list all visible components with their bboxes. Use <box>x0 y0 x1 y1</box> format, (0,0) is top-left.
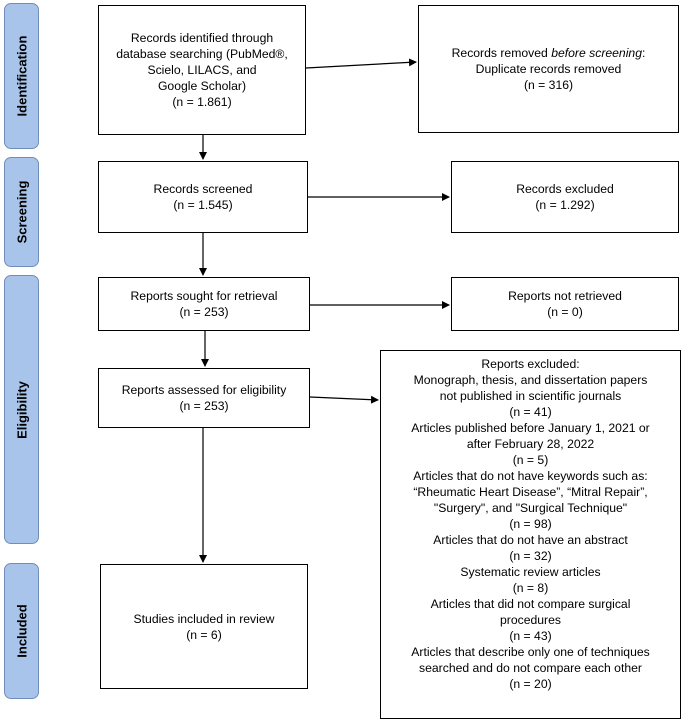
text-line: (n = 8) <box>512 581 549 595</box>
text-part: : <box>641 46 646 60</box>
text-line: (n = 253) <box>179 305 229 319</box>
text-line: Systematic review articles <box>460 565 601 579</box>
arrow-identified-to-removed <box>305 58 417 69</box>
text-line: (n = 43) <box>509 629 552 643</box>
text-line: "Surgery", and "Surgical Technique" <box>433 501 628 515</box>
text-part: Records removed <box>451 46 552 60</box>
text-line: Reports assessed for eligibility <box>121 383 287 397</box>
text-line: Articles that did not compare surgical <box>430 597 631 611</box>
text-line: Google Scholar) <box>157 79 247 93</box>
phase-identification: Identification <box>4 3 39 149</box>
text-line: Reports not retrieved <box>508 289 622 303</box>
text-line: (n = 0) <box>547 305 583 319</box>
text-line: (n = 98) <box>509 517 552 531</box>
text-line: Articles that describe only one of techn… <box>411 645 650 659</box>
text-line: Duplicate records removed <box>475 62 622 76</box>
text-line: Articles that do not have keywords such … <box>413 469 648 483</box>
text-line: Articles that do not have an abstract <box>433 533 628 547</box>
text-line: Records screened <box>153 182 253 196</box>
phase-eligibility: Eligibility <box>4 275 39 544</box>
text-line: (n = 41) <box>509 405 552 419</box>
text-line: Scielo, LILACS, and <box>147 63 257 77</box>
arrow-assessed-to-reports-excluded <box>309 395 379 404</box>
text-line: Studies included in review <box>133 611 275 626</box>
box-reports-assessed: Reports assessed for eligibility (n = 25… <box>98 368 310 428</box>
box-reports-excluded: Reports excluded: Monograph, thesis, and… <box>380 350 681 719</box>
text-line: (n = 253) <box>179 399 229 413</box>
box-records-screened: Records screened (n = 1.545) <box>98 161 308 233</box>
box-reports-not-retrieved: Reports not retrieved (n = 0) <box>451 277 679 331</box>
text-line: (n = 1.545) <box>173 198 233 212</box>
text-italic: before screening <box>551 46 642 60</box>
text-line: (n = 6) <box>186 627 222 642</box>
box-records-identified: Records identified through database sear… <box>98 5 306 135</box>
text-line: database searching (PubMed®, <box>116 47 288 61</box>
text-line: “Rheumatic Heart Disease”, “Mitral Repai… <box>413 485 648 499</box>
text-line: (n = 1.292) <box>535 198 595 212</box>
text-line: Records identified through <box>130 31 274 45</box>
text-line: Records excluded <box>516 182 614 196</box>
text-line: Articles published before January 1, 202… <box>411 421 650 435</box>
text-line: (n = 1.861) <box>172 95 232 109</box>
box-reports-sought: Reports sought for retrieval (n = 253) <box>98 277 310 331</box>
text-line: not published in scientific journals <box>439 389 622 403</box>
box-records-removed: Records removed before screening: Duplic… <box>418 5 679 133</box>
text-line: (n = 32) <box>509 549 552 563</box>
text-line: (n = 5) <box>512 453 549 467</box>
text-line: procedures <box>500 613 561 627</box>
text-line: Reports sought for retrieval <box>130 289 278 303</box>
text-line: after February 28, 2022 <box>466 437 595 451</box>
text-line: Reports excluded: <box>481 357 580 371</box>
box-studies-included: Studies included in review (n = 6) <box>100 564 308 689</box>
phase-included: Included <box>4 563 39 699</box>
text-line: Monograph, thesis, and dissertation pape… <box>413 373 648 387</box>
text-line: searched and do not compare each other <box>419 661 642 675</box>
phase-screening: Screening <box>4 157 39 267</box>
text-line: (n = 316) <box>523 78 574 92</box>
text-line: Records removed before screening: <box>452 45 646 61</box>
text-line: (n = 20) <box>509 677 552 691</box>
box-records-excluded: Records excluded (n = 1.292) <box>451 161 679 233</box>
